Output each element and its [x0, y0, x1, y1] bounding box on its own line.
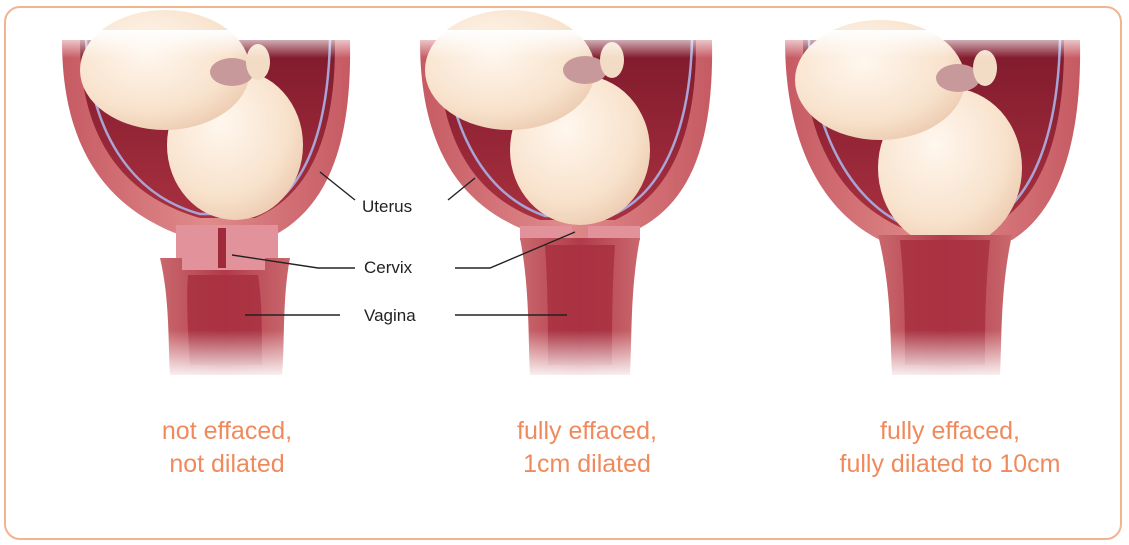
stage-3-caption-line2: fully dilated to 10cm	[800, 448, 1100, 481]
stage-1-illustration	[50, 10, 370, 380]
stage-1-caption-line2: not dilated	[77, 448, 377, 481]
stage-2-illustration	[410, 10, 730, 380]
stage-3-illustration	[775, 20, 1095, 380]
vagina-label: Vagina	[364, 306, 416, 326]
stage-1-caption: not effaced, not dilated	[77, 415, 377, 481]
stage-2-caption: fully effaced, 1cm dilated	[437, 415, 737, 481]
cervix-label: Cervix	[364, 258, 412, 278]
stage-3-caption-line1: fully effaced,	[800, 415, 1100, 448]
stage-2-caption-line2: 1cm dilated	[437, 448, 737, 481]
stage-1-caption-line1: not effaced,	[77, 415, 377, 448]
uterus-leader-left	[320, 172, 355, 200]
stage-3-caption: fully effaced, fully dilated to 10cm	[800, 415, 1100, 481]
uterus-label: Uterus	[362, 197, 412, 217]
stage-2-caption-line1: fully effaced,	[437, 415, 737, 448]
